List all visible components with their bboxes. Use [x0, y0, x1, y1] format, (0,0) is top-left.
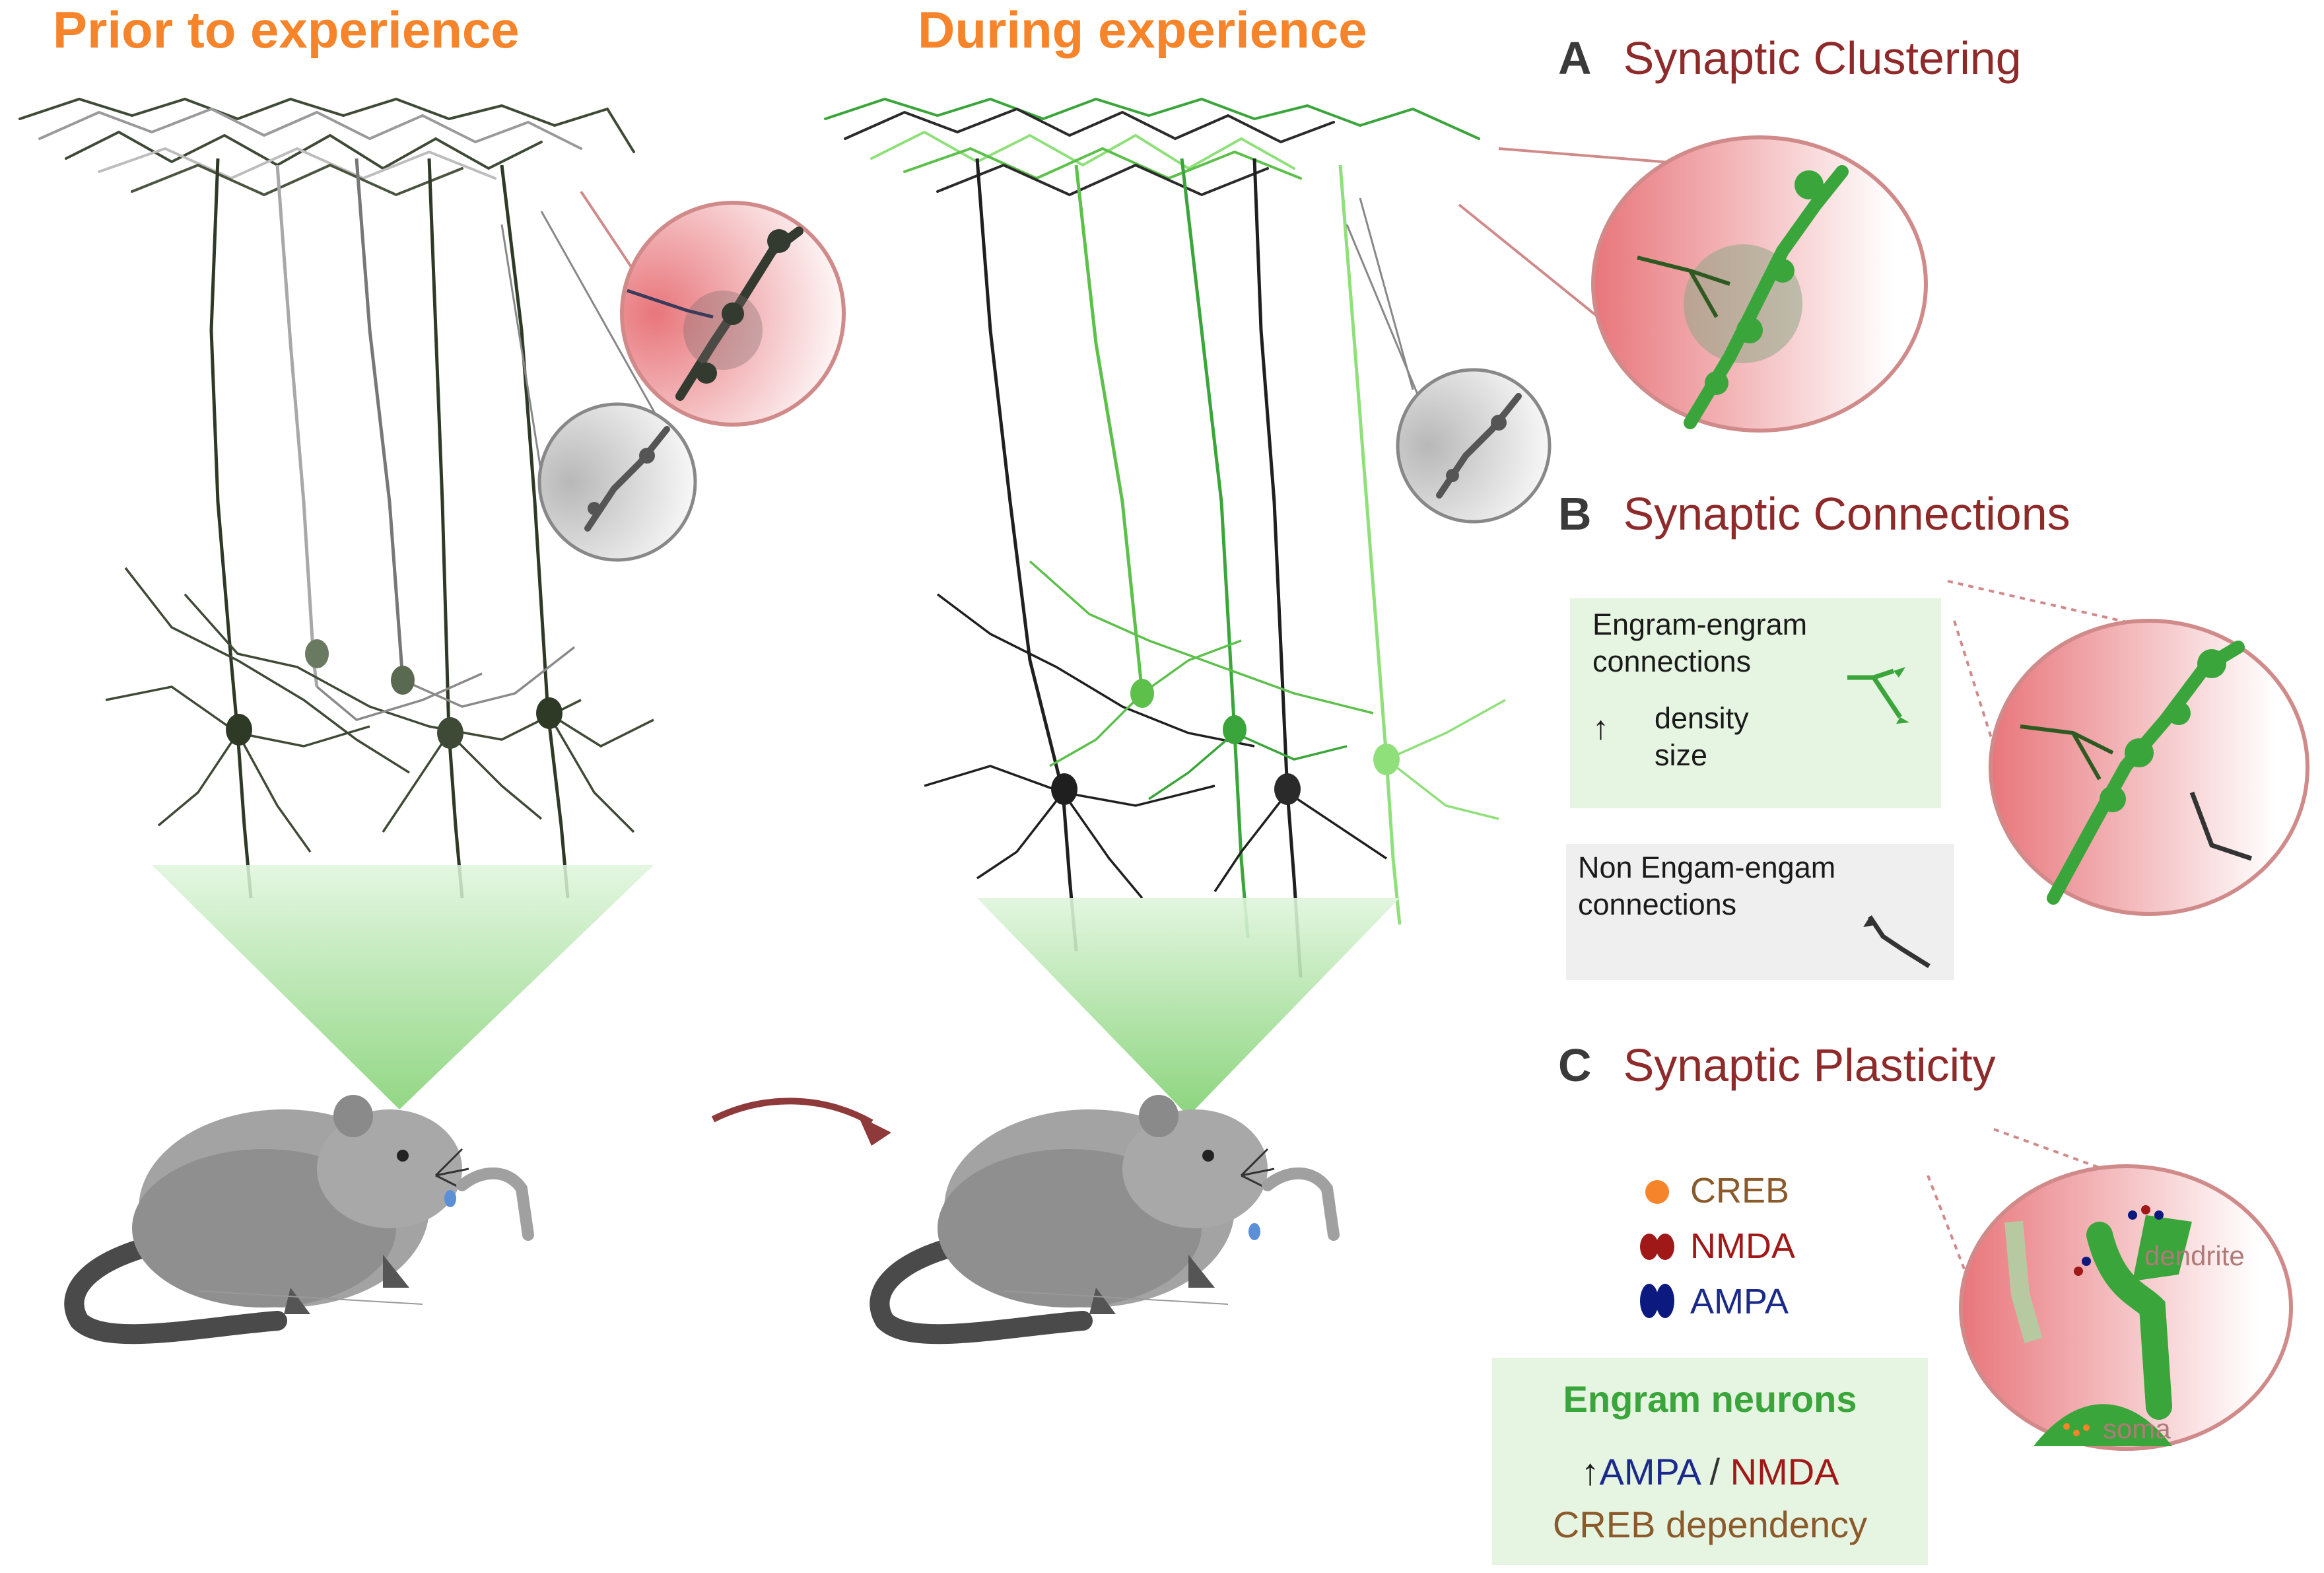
section-c-letter: C	[1558, 1039, 1592, 1091]
section-a-letter: A	[1558, 32, 1592, 84]
up-arrow-icon-2: ↑	[1581, 1451, 1600, 1492]
engram-box-line2: connections	[1592, 645, 1752, 678]
during-mouse-illustration	[870, 1095, 1340, 1345]
section-c-title: C Synaptic Plasticity	[1558, 1039, 1996, 1092]
legend-ampa: AMPA	[1690, 1282, 1789, 1321]
during-tuft	[824, 97, 1480, 197]
prior-neuron-group	[18, 97, 654, 1109]
during-somata	[1051, 679, 1400, 805]
prior-mouse-illustration	[64, 1095, 534, 1345]
section-b-zoom	[1947, 580, 2309, 916]
transition-arrow	[711, 1098, 891, 1146]
creb-dependency: CREB dependency	[1552, 1504, 1868, 1545]
during-trunks	[975, 158, 1402, 978]
creb-marker	[1645, 1180, 1669, 1204]
section-b-letter: B	[1558, 488, 1592, 540]
section-a-title: A Synaptic Clustering	[1558, 32, 2022, 85]
non-engram-line1: Non Engam-engam	[1578, 851, 1836, 884]
section-a-zoom	[1458, 135, 1928, 433]
ampa-marker-a	[1640, 1284, 1658, 1318]
engram-box-line1: Engram-engram	[1592, 608, 1808, 641]
engram-box-density: density	[1655, 701, 1749, 735]
ampa-marker-b	[1656, 1284, 1674, 1318]
prior-somata	[226, 639, 563, 749]
non-engram-connections-box: Non Engam-engam connections	[1566, 844, 1954, 980]
prior-zoom-callouts	[500, 190, 846, 562]
engram-connections-box: Engram-engram connections ↑ density size	[1570, 598, 1941, 808]
prior-trunks	[209, 158, 570, 899]
legend-markers	[1640, 1180, 1674, 1318]
engram-synapse-icon	[1847, 667, 1909, 724]
during-projection-cone	[977, 898, 1400, 1116]
engram-neurons-title: Engram neurons	[1563, 1378, 1857, 1420]
heading-during: During experience	[918, 1, 1367, 59]
legend-creb: CREB	[1690, 1171, 1790, 1210]
engram-neurons-box: Engram neurons ↑AMPA / NMDA CREB depende…	[1492, 1358, 1928, 1565]
legend-nmda: NMDA	[1690, 1226, 1795, 1266]
nmda-marker-a	[1640, 1234, 1658, 1260]
section-b-title: B Synaptic Connections	[1558, 487, 2070, 540]
up-arrow-icon: ↑	[1592, 709, 1609, 746]
section-a-text: Synaptic Clustering	[1623, 32, 2022, 84]
nmda-marker-b	[1656, 1234, 1674, 1260]
prior-basal	[105, 567, 654, 853]
section-c-zoom	[1927, 1128, 2293, 1451]
during-basal	[924, 560, 1506, 899]
section-c-text: Synaptic Plasticity	[1623, 1039, 1996, 1091]
dendrite-label: dendrite	[2144, 1240, 2245, 1271]
non-engram-synapse-icon	[1863, 915, 1931, 968]
soma-label: soma	[2103, 1413, 2171, 1444]
section-b-text: Synaptic Connections	[1623, 488, 2070, 540]
ampa-nmda-ratio: ↑AMPA / NMDA	[1581, 1451, 1839, 1492]
prior-projection-cone	[152, 865, 654, 1109]
during-neuron-group	[824, 97, 1552, 1116]
non-engram-line2: connections	[1578, 888, 1737, 921]
prior-tuft	[18, 97, 635, 197]
engram-box-size: size	[1655, 738, 1708, 772]
heading-prior: Prior to experience	[53, 1, 520, 59]
